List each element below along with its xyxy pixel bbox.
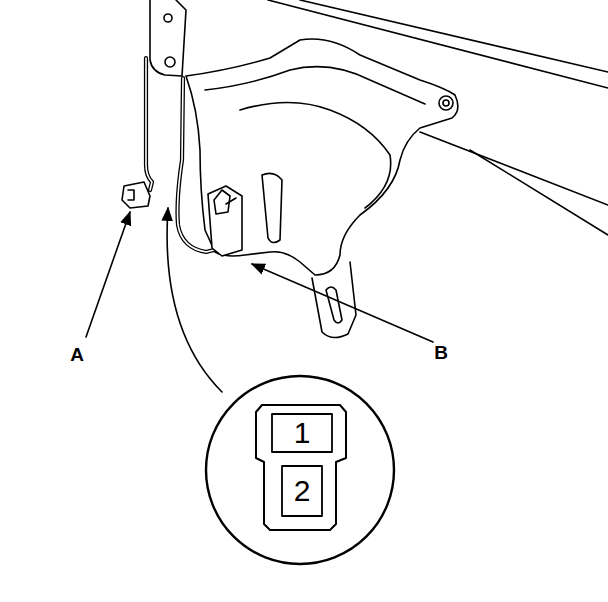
connector-a-latch [128,190,134,200]
body-edge [470,150,608,235]
wire-harness [178,78,215,252]
wire-harness [146,58,152,190]
housing-slot [262,173,282,242]
body-edge [420,132,608,205]
pin-number: 2 [294,476,311,506]
mounting-bolt [443,100,449,106]
bracket [150,0,186,76]
connector-b-latch [226,198,236,204]
body-edge [268,0,608,88]
connector-a [122,182,150,208]
callout-letter: B [434,343,448,362]
connector-b [208,186,242,256]
housing-rib [205,67,425,104]
leader-line [252,264,433,342]
pin-cavity [272,414,332,452]
housing-rib [240,103,391,209]
leader-line [86,212,130,337]
wire-harness [178,78,215,252]
leader-line [167,208,222,392]
pin-number: 1 [294,418,311,448]
connector-face [256,405,346,530]
callout-letter: A [70,345,84,364]
mounting-bolt [439,96,453,110]
bracket-hole [165,57,175,67]
wire-harness [146,58,152,190]
body-edge [300,0,608,72]
bracket-hole [164,14,172,22]
detail-inset [206,376,394,564]
reservoir-housing [186,39,458,275]
connector-b-latch [214,190,230,214]
pin-cavity [282,466,322,516]
tab-slot [326,287,342,323]
